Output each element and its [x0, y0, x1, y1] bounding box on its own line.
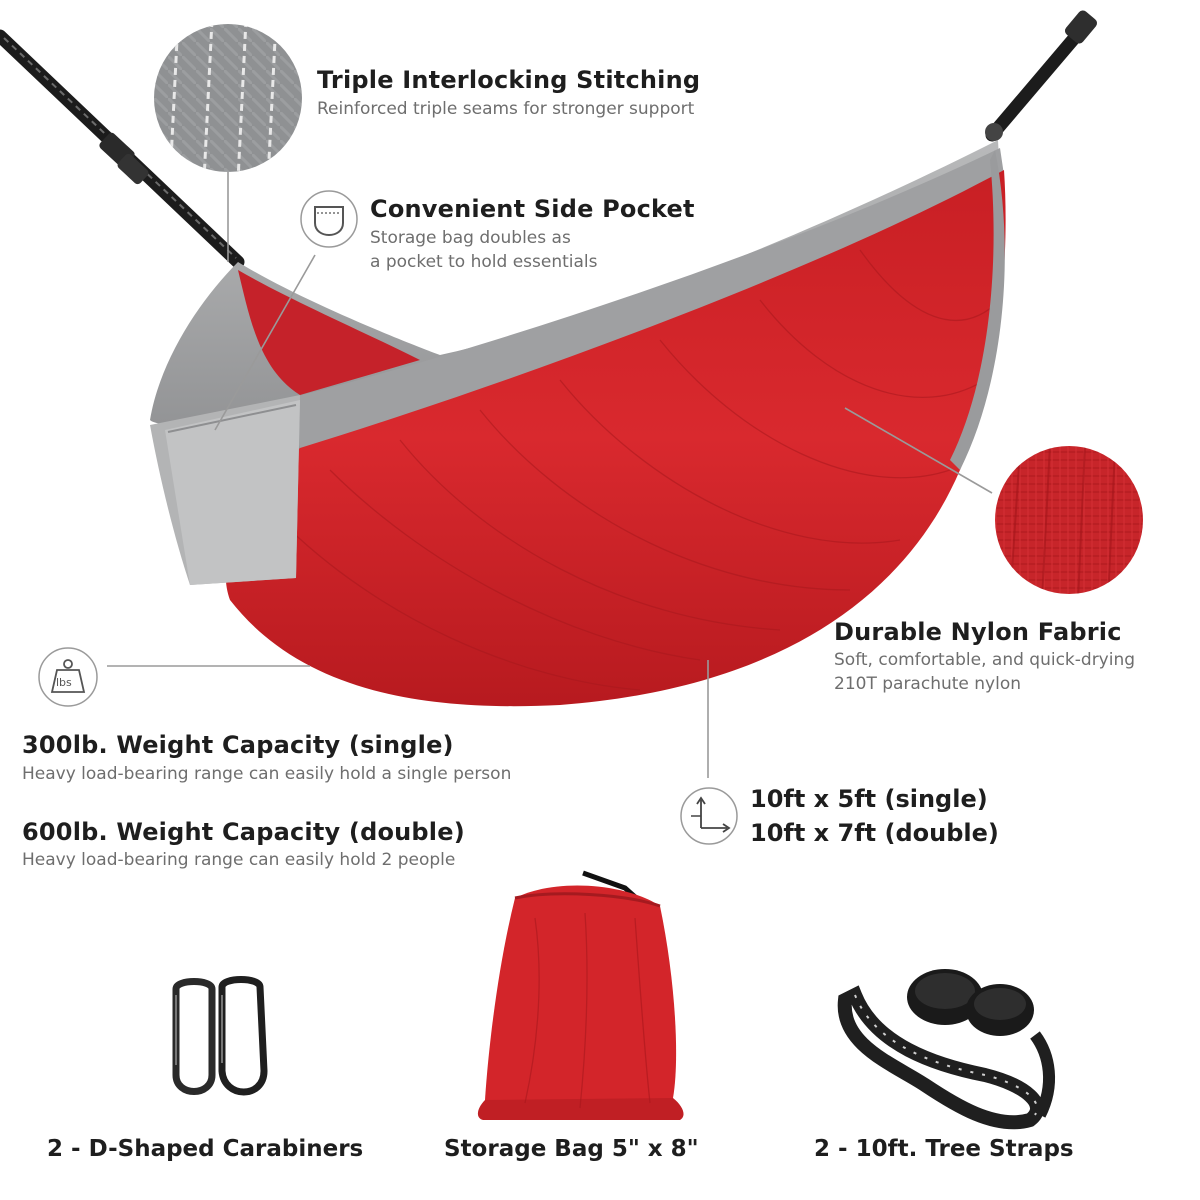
- dimensions-axes-icon: [679, 786, 739, 846]
- dimensions-double: 10ft x 7ft (double): [750, 819, 999, 847]
- weight-double-desc: Heavy load-bearing range can easily hold…: [22, 850, 456, 870]
- left-hanging-strap: [0, 29, 245, 269]
- right-hanging-strap: [985, 10, 1098, 142]
- nylon-desc-line1: Soft, comfortable, and quick-drying: [834, 650, 1136, 670]
- weight-double-title: 600lb. Weight Capacity (double): [22, 818, 465, 846]
- accessory-label-tree-straps: 2 - 10ft. Tree Straps: [814, 1136, 1074, 1162]
- red-fabric-swatch: [995, 446, 1143, 594]
- tree-straps-image: [835, 955, 1060, 1130]
- pocket-desc-line2: a pocket to hold essentials: [370, 252, 598, 272]
- storage-bag-image: [475, 868, 690, 1126]
- weight-single-title: 300lb. Weight Capacity (single): [22, 731, 454, 759]
- stitching-title: Triple Interlocking Stitching: [317, 66, 701, 94]
- pocket-icon: [299, 189, 359, 249]
- accessory-label-storage-bag: Storage Bag 5" x 8": [444, 1136, 699, 1162]
- nylon-desc-line2: 210T parachute nylon: [834, 674, 1022, 694]
- accessory-label-carabiners: 2 - D-Shaped Carabiners: [47, 1136, 364, 1162]
- weight-icon: lbs: [37, 646, 99, 708]
- carabiner-image: [160, 975, 275, 1105]
- dimensions-single: 10ft x 5ft (single): [750, 785, 988, 813]
- fabric-stitch-swatch: [154, 24, 302, 172]
- nylon-title: Durable Nylon Fabric: [834, 618, 1122, 646]
- stitching-desc: Reinforced triple seams for stronger sup…: [317, 99, 695, 119]
- weight-icon-label: lbs: [56, 676, 72, 689]
- pocket-title: Convenient Side Pocket: [370, 195, 695, 223]
- pocket-desc-line1: Storage bag doubles as: [370, 228, 571, 248]
- callout-lines: [107, 172, 993, 778]
- weight-single-desc: Heavy load-bearing range can easily hold…: [22, 764, 512, 784]
- side-pocket-graphic: [150, 395, 300, 585]
